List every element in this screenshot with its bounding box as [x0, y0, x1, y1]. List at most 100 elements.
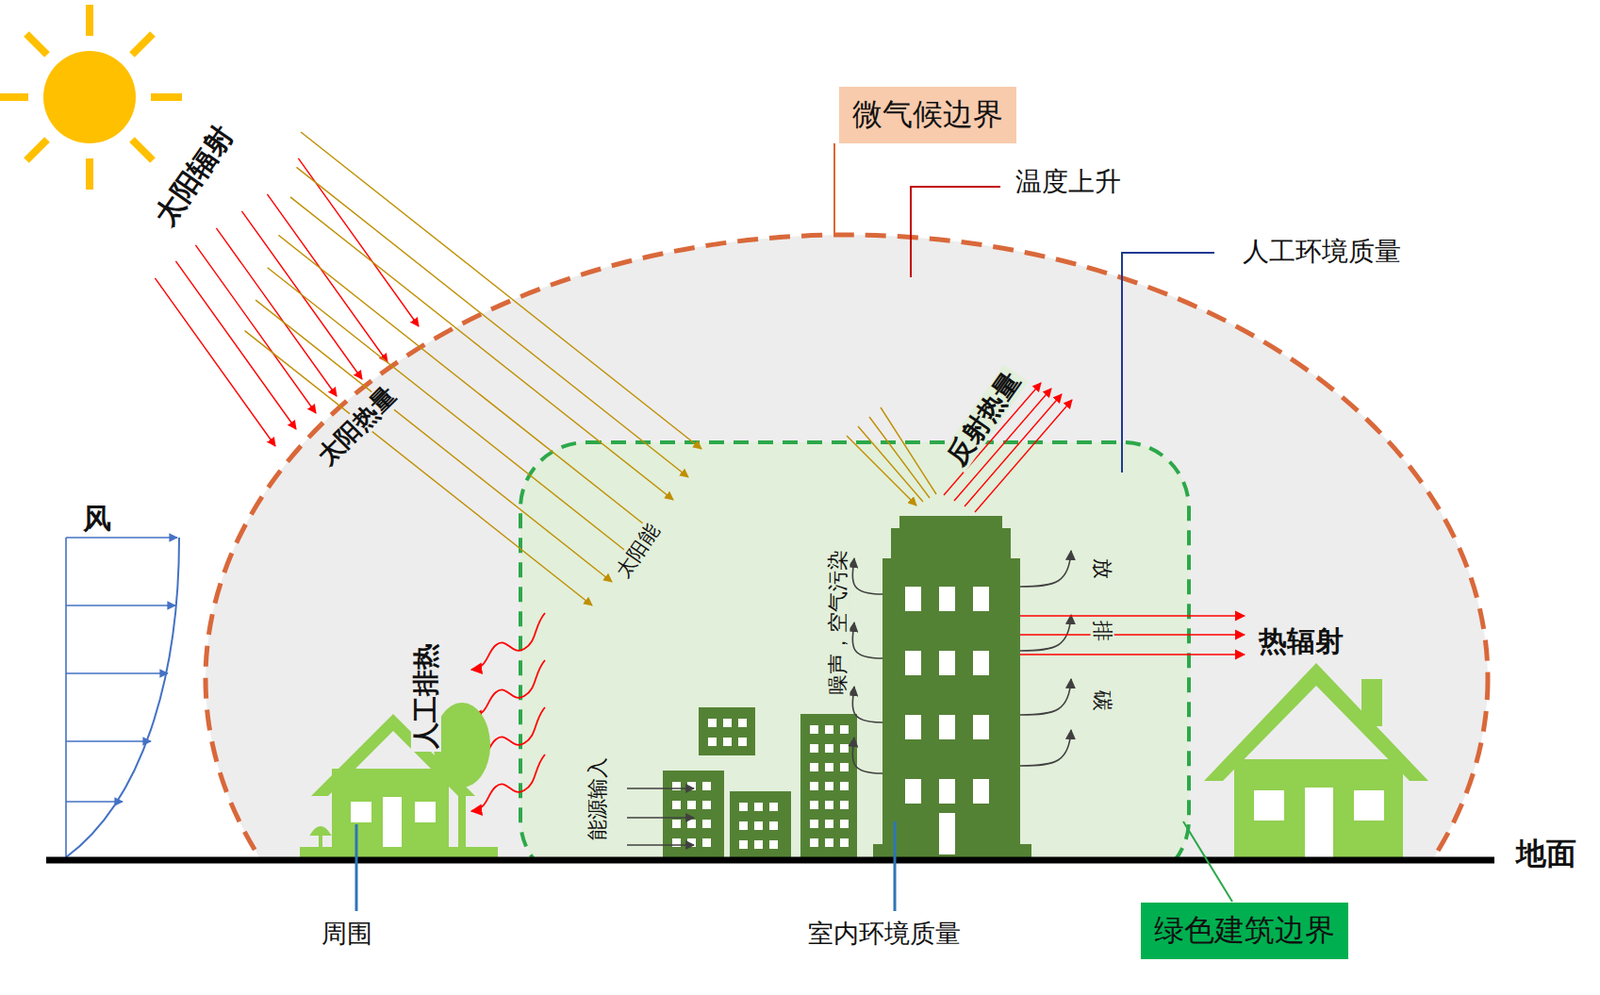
- window: [824, 781, 834, 791]
- surroundings-label: 周围: [321, 918, 373, 948]
- building: [800, 713, 858, 860]
- emission-arrow: [852, 622, 883, 659]
- window: [739, 821, 748, 830]
- solar-energy-arrow: [255, 299, 612, 582]
- window: [840, 762, 849, 772]
- heat-radiation-arrow: [1020, 614, 1245, 617]
- incoming-heat-line: [880, 407, 937, 495]
- window: [939, 586, 956, 611]
- window: [739, 840, 748, 849]
- window: [687, 800, 696, 809]
- window: [939, 714, 956, 740]
- right-house: [1204, 662, 1429, 858]
- box-text: 微气候边界: [852, 94, 1004, 136]
- window: [738, 737, 747, 746]
- window: [840, 838, 849, 847]
- green-building-boundary-box: 绿色建筑边界: [1140, 902, 1349, 959]
- solar-energy-arrow: [278, 234, 653, 531]
- window: [905, 778, 922, 804]
- window: [702, 838, 711, 847]
- building: [729, 791, 792, 860]
- emission-arrow: [1020, 729, 1072, 766]
- window: [809, 800, 819, 809]
- energy-input-arrow: [626, 816, 694, 818]
- window: [739, 802, 748, 811]
- window: [824, 743, 834, 753]
- window: [687, 819, 696, 828]
- window: [824, 725, 834, 734]
- emission-label: 放: [1089, 555, 1114, 582]
- heat-radiation-arrow: [1020, 633, 1245, 636]
- window: [723, 737, 732, 746]
- heat-radiation-label: 热辐射: [1258, 625, 1344, 659]
- energy-input-label: 能源输入: [585, 754, 610, 843]
- window: [905, 650, 922, 676]
- window: [769, 802, 778, 811]
- solar-energy-arrow: [290, 197, 674, 500]
- energy-input-arrow: [626, 787, 694, 789]
- sun: [0, 4, 182, 190]
- emission-label: 碳: [1089, 687, 1114, 714]
- window: [672, 800, 681, 809]
- window: [840, 743, 849, 753]
- window: [769, 821, 778, 830]
- exhaust-heat-arrow: [471, 659, 545, 717]
- emission-arrow: [852, 558, 883, 594]
- indoor-quality-label: 室内环境质量: [808, 918, 961, 948]
- window: [824, 800, 834, 809]
- window: [754, 821, 763, 830]
- window: [702, 781, 711, 791]
- window: [840, 800, 849, 809]
- window: [809, 819, 819, 828]
- window: [973, 586, 990, 611]
- incoming-heat-line: [857, 426, 924, 502]
- window: [708, 737, 717, 746]
- main-tower: [873, 515, 1032, 860]
- ground-label: 地面: [1516, 836, 1577, 872]
- window: [672, 819, 681, 828]
- window: [809, 781, 819, 791]
- window: [754, 840, 763, 849]
- window: [840, 781, 849, 791]
- window: [809, 725, 819, 734]
- green-building-boundary: [520, 442, 1189, 860]
- window: [738, 718, 747, 727]
- heat-radiation-arrow: [1020, 653, 1245, 656]
- window: [754, 802, 763, 811]
- window: [905, 586, 922, 611]
- box-text: 绿色建筑边界: [1154, 909, 1336, 952]
- window: [840, 725, 849, 734]
- window: [905, 714, 922, 740]
- solar-radiation-arrow: [175, 261, 297, 429]
- solar-radiation-arrow: [154, 278, 276, 446]
- window: [809, 743, 819, 753]
- rise-label: 温度上升: [1015, 166, 1122, 198]
- pollution-label: 噪声，空气污染: [825, 546, 850, 698]
- solar-energy-arrow: [245, 330, 593, 606]
- emission-label: 排: [1089, 617, 1114, 644]
- window: [824, 838, 834, 847]
- microclimate-boundary-box: 微气候边界: [839, 86, 1017, 144]
- wind-label: 风: [82, 502, 112, 536]
- window: [809, 838, 819, 847]
- emission-arrow: [852, 737, 883, 774]
- exhaust-heat-arrow: [471, 612, 545, 670]
- solar-energy-arrow: [267, 267, 633, 557]
- solar-radiation-arrow: [215, 228, 337, 396]
- leader-lines: [356, 143, 1233, 911]
- window: [769, 840, 778, 849]
- building: [698, 707, 756, 756]
- emission-arrow: [1020, 678, 1072, 715]
- quality-label: 人工环境质量: [1242, 236, 1402, 267]
- window: [702, 800, 711, 809]
- window: [824, 762, 834, 772]
- microclimate-boundary: [205, 234, 1488, 860]
- ground-line: [46, 857, 1495, 864]
- emission-arrow: [1020, 550, 1072, 587]
- solar-radiation-arrow: [266, 194, 388, 363]
- window: [973, 650, 990, 676]
- window: [708, 718, 717, 727]
- building: [662, 770, 725, 860]
